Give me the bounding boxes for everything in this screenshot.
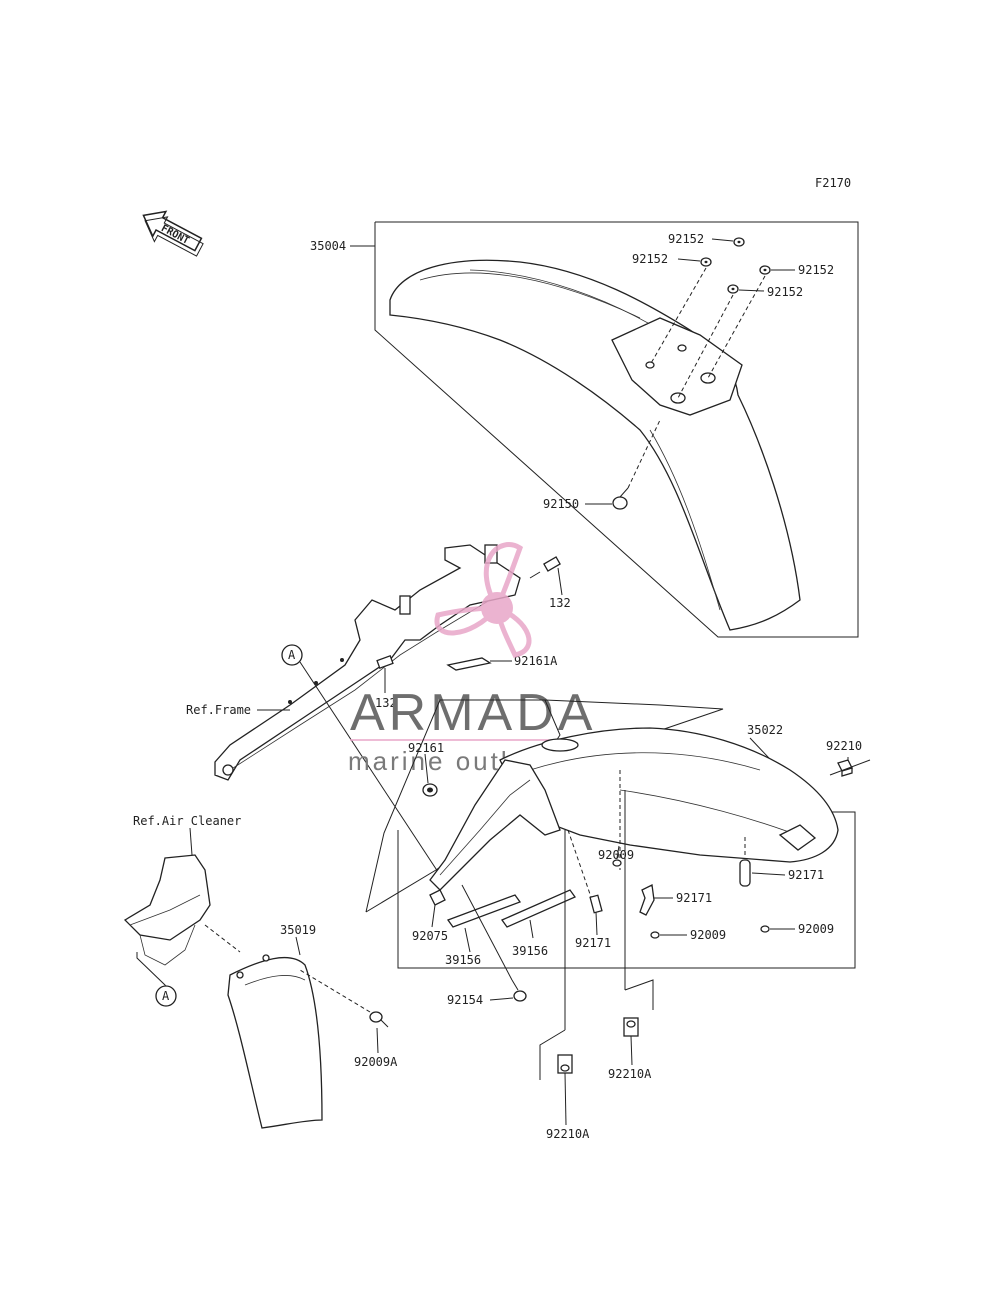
part-label-92171-a: 92171 (575, 936, 611, 950)
part-label-92152-d: 92152 (767, 285, 803, 299)
band-92075 (429, 889, 446, 906)
part-label-92171-c: 92171 (788, 868, 824, 882)
marker-a-label: A (162, 989, 170, 1003)
bolt-92150 (612, 487, 629, 510)
part-label-132-b: 132 (375, 696, 397, 710)
watermark-brand: ARMADA (350, 684, 596, 742)
part-label-92009a: 92009A (354, 1055, 398, 1069)
bolt-132 (376, 655, 394, 669)
part-label-35022: 35022 (747, 723, 783, 737)
screw-92009 (650, 931, 660, 939)
part-label-92009-a: 92009 (598, 848, 634, 862)
mount-hole (670, 392, 686, 404)
inner-fender-bracket (429, 759, 561, 891)
front-arrow-icon: FRONT (142, 210, 204, 257)
collar-92161 (422, 783, 438, 797)
frame-group: Ref.Frame A 132 132 92161A (186, 544, 571, 876)
part-label-35019: 35019 (280, 923, 316, 937)
pad-39156 (446, 894, 522, 928)
rear-fender (499, 727, 839, 863)
clip-92171 (739, 859, 751, 887)
rear-fender-tail-mount (778, 824, 817, 851)
pad-39156 (501, 889, 576, 928)
washer-92152 (733, 237, 745, 247)
part-label-132-a: 132 (549, 596, 571, 610)
part-label-92154: 92154 (447, 993, 483, 1007)
clip-92171 (639, 884, 655, 916)
marker-circle-a (281, 644, 303, 666)
marker-circle-a (155, 985, 177, 1007)
washer-92152 (759, 265, 771, 275)
part-label-92161: 92161 (408, 741, 444, 755)
mount-hole (700, 372, 716, 384)
mud-flap-35019 (227, 957, 323, 1129)
front-fender-box (374, 221, 859, 638)
part-label-92009-b: 92009 (690, 928, 726, 942)
air-cleaner-housing (123, 854, 211, 941)
frame-tab (399, 595, 411, 615)
washer-92152 (727, 284, 739, 294)
clip-92210a (623, 1017, 639, 1037)
clip-92171 (589, 894, 603, 914)
part-label-92152-a: 92152 (668, 232, 704, 246)
ref-frame-label: Ref.Frame (186, 703, 251, 717)
fender-slot (541, 738, 579, 752)
part-label-92171-b: 92171 (676, 891, 712, 905)
mount-hole (677, 344, 687, 352)
bolt-132 (529, 556, 561, 579)
marker-a-label: A (288, 648, 296, 662)
clip-92210a (557, 1054, 573, 1074)
screw-92009 (612, 845, 622, 867)
screw-92009a (369, 1011, 389, 1028)
part-label-92075: 92075 (412, 929, 448, 943)
washer-92152 (700, 257, 712, 267)
part-label-39156-b: 39156 (512, 944, 548, 958)
part-label-92161a: 92161A (514, 654, 558, 668)
part-label-92210a-b: 92210A (608, 1067, 652, 1081)
ref-air-cleaner-label: Ref.Air Cleaner (133, 814, 241, 828)
nut-92210 (837, 759, 853, 777)
screw-92009 (760, 925, 770, 933)
part-label-92009-c: 92009 (798, 922, 834, 936)
part-label-35004: 35004 (310, 239, 346, 253)
pad-92161a (446, 657, 492, 671)
bolt-92154 (511, 979, 527, 1002)
part-label-92152-c: 92152 (798, 263, 834, 277)
air-cleaner-group: Ref.Air Cleaner A 35019 92009A (123, 814, 398, 1129)
part-label-92152-b: 92152 (632, 252, 668, 266)
part-label-39156-a: 39156 (445, 953, 481, 967)
part-label-92210a-a: 92210A (546, 1127, 590, 1141)
part-label-92210: 92210 (826, 739, 862, 753)
front-fender-group: 35004 92152 92152 92152 92152 (310, 221, 859, 638)
rear-fender-group: 35022 92210 92161 92009 (365, 699, 871, 1141)
part-label-92150: 92150 (543, 497, 579, 511)
propeller-logo-icon (434, 542, 532, 658)
figure-code: F2170 (815, 176, 851, 190)
